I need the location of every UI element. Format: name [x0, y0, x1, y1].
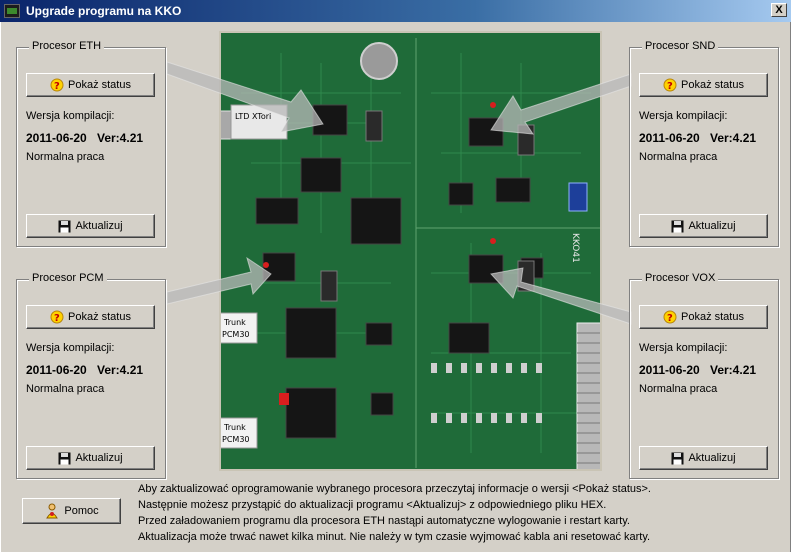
- floppy-disk-icon: [58, 452, 71, 465]
- group-processor-snd: Procesor SND ? Pokaż status Wersja kompi…: [629, 40, 779, 247]
- version-label: Wersja kompilacji:: [26, 110, 115, 122]
- question-icon: ?: [50, 310, 64, 324]
- close-button[interactable]: X: [771, 3, 787, 17]
- group-processor-pcm: Procesor PCM ? Pokaż status Wersja kompi…: [16, 272, 166, 479]
- show-status-button-vox[interactable]: ? Pokaż status: [639, 305, 768, 329]
- title-bar: Upgrade programu na KKO X: [0, 0, 791, 22]
- chip: [350, 197, 402, 245]
- arrow-eth: [166, 61, 324, 133]
- group-processor-vox: Procesor VOX ? Pokaż status Wersja kompi…: [629, 272, 779, 479]
- trunk-label-2-line2: PCM30: [222, 435, 250, 444]
- group-legend: Procesor PCM: [29, 272, 107, 284]
- svg-text:?: ?: [54, 81, 60, 92]
- trunk-label-1-line1: Trunk: [223, 318, 246, 327]
- button-label: Aktualizuj: [75, 220, 123, 232]
- chip: [285, 387, 337, 439]
- arrow-vox: [490, 267, 632, 325]
- version-label: Wersja kompilacji:: [26, 342, 115, 354]
- info-line: Aby zaktualizować oprogramowanie wybrane…: [138, 483, 651, 495]
- svg-text:?: ?: [667, 313, 673, 324]
- button-label: Pokaż status: [68, 311, 131, 323]
- svg-text:?: ?: [667, 81, 673, 92]
- chip: [495, 177, 531, 203]
- question-icon: ?: [663, 310, 677, 324]
- update-button-pcm[interactable]: Aktualizuj: [26, 446, 155, 470]
- card-label: KKO41: [570, 233, 580, 263]
- status-text: Normalna praca: [26, 383, 105, 395]
- version-date: 2011-06-20: [26, 363, 87, 377]
- status-text: Normalna praca: [26, 151, 105, 163]
- button-label: Aktualizuj: [688, 452, 736, 464]
- chip: [285, 307, 337, 359]
- trunk-label-1-line2: PCM30: [222, 330, 250, 339]
- version-number: Ver:4.21: [710, 131, 757, 145]
- version-date: 2011-06-20: [639, 131, 700, 145]
- version-number: Ver:4.21: [710, 363, 757, 377]
- status-text: Normalna praca: [639, 151, 718, 163]
- group-legend: Procesor ETH: [29, 40, 105, 52]
- floppy-disk-icon: [58, 220, 71, 233]
- svg-text:?: ?: [54, 313, 60, 324]
- card-label-box: [568, 182, 588, 212]
- trunk-label-1: [221, 312, 258, 344]
- arrow-snd: [490, 73, 632, 135]
- version-date: 2011-06-20: [639, 363, 700, 377]
- question-icon: ?: [50, 78, 64, 92]
- info-line: Następnie możesz przystąpić do aktualiza…: [138, 499, 607, 511]
- vox-cpu-chip: [468, 254, 504, 284]
- version-label: Wersja kompilacji:: [639, 110, 728, 122]
- group-legend: Procesor SND: [642, 40, 719, 52]
- button-label: Pokaż status: [681, 311, 744, 323]
- button-label: Aktualizuj: [75, 452, 123, 464]
- chip: [448, 182, 474, 206]
- help-person-icon: [44, 503, 60, 519]
- update-button-snd[interactable]: Aktualizuj: [639, 214, 768, 238]
- info-line: Aktualizacja może trwać nawet kilka minu…: [138, 531, 651, 543]
- button-label: Aktualizuj: [688, 220, 736, 232]
- window-title: Upgrade programu na KKO: [26, 4, 182, 18]
- button-label: Pokaż status: [681, 79, 744, 91]
- info-text: Aby zaktualizować oprogramowanie wybrane…: [138, 481, 788, 545]
- version-label: Wersja kompilacji:: [639, 342, 728, 354]
- show-status-button-snd[interactable]: ? Pokaż status: [639, 73, 768, 97]
- chip: [365, 322, 393, 346]
- update-button-vox[interactable]: Aktualizuj: [639, 446, 768, 470]
- battery-icon: [360, 42, 398, 80]
- help-button[interactable]: Pomoc: [22, 498, 121, 524]
- show-status-button-pcm[interactable]: ? Pokaż status: [26, 305, 155, 329]
- arrow-pcm: [166, 256, 272, 305]
- version-number: Ver:4.21: [97, 363, 144, 377]
- update-button-eth[interactable]: Aktualizuj: [26, 214, 155, 238]
- eth-module-label: LTD XTori: [235, 112, 271, 121]
- chip: [370, 392, 394, 416]
- pointer-arrows: [166, 61, 632, 325]
- group-legend: Procesor VOX: [642, 272, 719, 284]
- version-number: Ver:4.21: [97, 131, 144, 145]
- button-label: Pokaż status: [68, 79, 131, 91]
- info-line: Przed załadowaniem programu dla procesor…: [138, 515, 630, 527]
- chip: [300, 157, 342, 193]
- chip: [448, 322, 490, 354]
- question-icon: ?: [663, 78, 677, 92]
- show-status-button-eth[interactable]: ? Pokaż status: [26, 73, 155, 97]
- trunk-label-2: [221, 417, 258, 449]
- chip: [255, 197, 299, 225]
- trunk-label-2-line1: Trunk: [223, 423, 246, 432]
- app-icon: [4, 4, 20, 18]
- floppy-disk-icon: [671, 452, 684, 465]
- status-text: Normalna praca: [639, 383, 718, 395]
- group-processor-eth: Procesor ETH ? Pokaż status Wersja kompi…: [16, 40, 166, 247]
- help-button-label: Pomoc: [64, 505, 99, 517]
- floppy-disk-icon: [671, 220, 684, 233]
- main-window: LTD XTori: [0, 22, 791, 552]
- version-date: 2011-06-20: [26, 131, 87, 145]
